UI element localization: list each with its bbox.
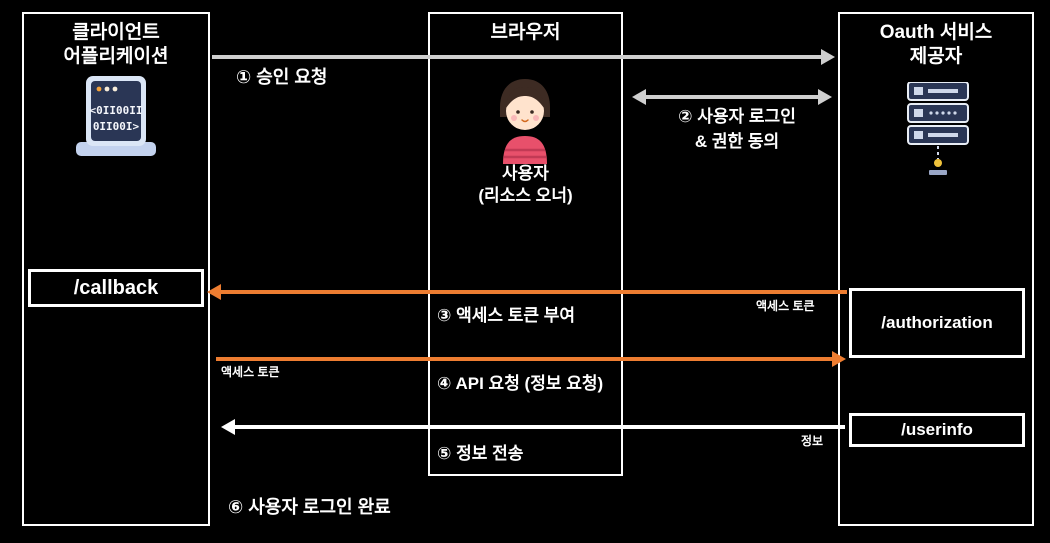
- step3-access-token-tag: 액세스 토큰: [756, 299, 815, 313]
- arrowhead-right-icon: [818, 89, 832, 105]
- user-resource-owner-label: 사용자 (리소스 오너): [478, 164, 573, 206]
- authorization-endpoint-label: /authorization: [881, 313, 993, 332]
- step2-label: ② 사용자 로그인 & 권한 동의: [678, 107, 796, 151]
- arrowhead-left-icon: [221, 419, 235, 435]
- step6-label: ⑥ 사용자 로그인 완료: [228, 497, 391, 517]
- arrowhead-right-icon: [832, 351, 846, 367]
- callback-endpoint: /callback: [28, 269, 204, 307]
- browser-title: 브라우저: [490, 22, 561, 43]
- arrow-step1-approval-request: [212, 49, 835, 65]
- step3-label: ③ 액세스 토큰 부여: [437, 306, 576, 325]
- step4-access-token-tag: 액세스 토큰: [221, 365, 280, 379]
- client-icon-code-line1: <0II00II: [90, 104, 143, 117]
- arrowhead-left-icon: [632, 89, 646, 105]
- step5-info-tag: 정보: [801, 434, 824, 448]
- user-icon: [481, 74, 569, 169]
- arrow-step2-user-login-consent: [632, 89, 832, 105]
- oauth-provider-title: Oauth 서비스 제공자: [879, 22, 993, 67]
- arrow-step4-api-request: [216, 351, 846, 367]
- arrow-step5-info-transfer: [221, 419, 845, 435]
- arrow-step3-access-token-grant: [207, 284, 847, 300]
- userinfo-endpoint: /userinfo: [849, 413, 1025, 447]
- client-icon-code-line2: 0II00I>: [93, 120, 140, 133]
- client-application-title: 클라이언트 어플리케이션: [63, 22, 169, 67]
- server-icon: [898, 81, 978, 183]
- callback-endpoint-label: /callback: [73, 276, 159, 299]
- code-window-icon: <0II00II 0II00I>: [68, 72, 164, 169]
- arrowhead-right-icon: [821, 49, 835, 65]
- step1-label: ① 승인 요청: [236, 67, 328, 87]
- step4-label: ④ API 요청 (정보 요청): [437, 374, 604, 393]
- authorization-endpoint: /authorization: [849, 288, 1025, 358]
- arrowhead-left-icon: [207, 284, 221, 300]
- step5-label: ⑤ 정보 전송: [437, 444, 524, 463]
- userinfo-endpoint-label: /userinfo: [901, 420, 973, 439]
